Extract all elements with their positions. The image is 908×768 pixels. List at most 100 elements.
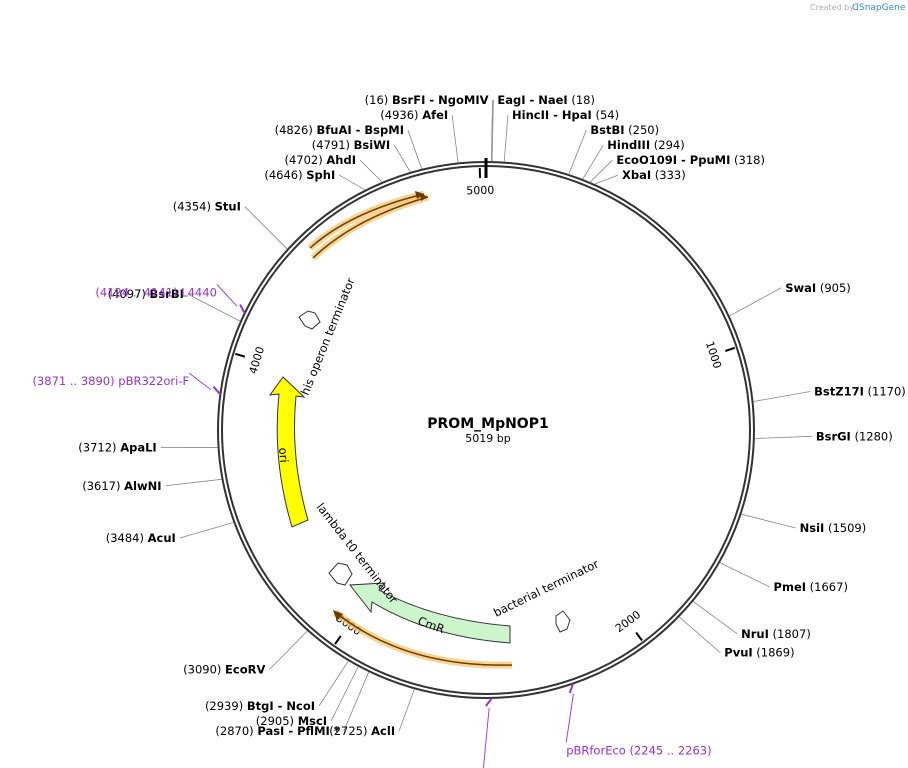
site-leader xyxy=(490,100,493,162)
restriction-site-label[interactable]: SwaI (905) xyxy=(785,281,851,295)
site-leader xyxy=(719,562,770,588)
site-name: AfeI xyxy=(422,108,448,122)
restriction-site-label[interactable]: NruI (1807) xyxy=(741,627,811,641)
orf-arc-3-head xyxy=(333,610,343,621)
ori-feature[interactable] xyxy=(268,376,309,528)
site-name: AcuI xyxy=(148,531,176,545)
site-name: BstZ17I xyxy=(814,384,864,398)
site-name: BsiWI xyxy=(354,138,391,152)
site-leader xyxy=(407,129,423,169)
restriction-site-label[interactable]: (4702) AhdI xyxy=(284,153,356,167)
site-coord: (3617) xyxy=(82,479,124,493)
site-leader xyxy=(754,435,812,439)
restriction-site-label[interactable]: (2939) BtgI - NcoI xyxy=(205,699,315,713)
site-coord: (2725) xyxy=(329,724,371,738)
tick-mark xyxy=(235,352,246,358)
restriction-site-label[interactable]: (3712) ApaLI xyxy=(78,440,156,454)
cmr-feature[interactable] xyxy=(349,582,511,644)
site-name: NruI xyxy=(741,627,769,641)
site-coord: (4646) xyxy=(264,168,306,182)
site-leader xyxy=(503,115,509,162)
restriction-site-label[interactable]: (4826) BfuAI - BspMI xyxy=(275,123,404,137)
orf-arc-3 xyxy=(334,611,513,666)
restriction-site-label[interactable]: PvuI (1869) xyxy=(724,646,794,660)
primer-mark[interactable] xyxy=(485,697,493,707)
primer-label[interactable]: pBRforEco (2245 .. 2263) xyxy=(566,743,711,757)
restriction-site-label[interactable]: NsiI (1509) xyxy=(800,521,867,535)
restriction-site-label[interactable]: BstZ17I (1170) xyxy=(814,384,906,398)
restriction-site-label[interactable]: HindIII (294) xyxy=(607,138,684,152)
restriction-site-label[interactable]: PmeI (1667) xyxy=(774,580,848,594)
site-leader xyxy=(451,115,459,163)
restriction-site-label[interactable]: BstBI (250) xyxy=(590,123,659,137)
restriction-site-label[interactable]: (2870) PasI - PflMI * xyxy=(215,724,339,738)
tick-label: 2000 xyxy=(613,608,643,635)
site-name: PmeI xyxy=(774,580,807,594)
site-coord: (1170) xyxy=(864,384,906,398)
primer-mark[interactable] xyxy=(568,683,575,694)
primer-leader xyxy=(216,284,238,307)
site-coord: (54) xyxy=(592,108,619,122)
site-leader xyxy=(692,601,738,635)
site-coord: (4936) xyxy=(380,108,422,122)
site-name: BsrFI - NgoMIV xyxy=(392,93,489,107)
site-coord: (2939) xyxy=(205,699,247,713)
his-terminator-label: his operon terminator xyxy=(298,276,358,397)
site-coord: (294) xyxy=(650,138,685,152)
restriction-site-label[interactable]: EcoO109I - PpuMI (318) xyxy=(616,153,765,167)
site-name: BsrGI xyxy=(816,429,851,443)
restriction-site-label[interactable]: (4936) AfeI xyxy=(380,108,448,122)
plasmid-name: PROM_MpNOP1 xyxy=(427,416,548,432)
site-leader xyxy=(491,100,494,162)
site-coord: (1667) xyxy=(806,580,848,594)
his-terminator-icon[interactable] xyxy=(298,310,321,330)
restriction-site-label[interactable]: (4354) StuI xyxy=(173,200,241,214)
tick-mark xyxy=(724,346,736,352)
restriction-site-label[interactable]: HincII - HpaI (54) xyxy=(512,108,619,122)
tick-mark xyxy=(334,635,342,645)
plasmid-length: 5019 bp xyxy=(465,432,510,445)
restriction-site-label[interactable]: (3484) AcuI xyxy=(106,531,176,545)
primer-leader xyxy=(188,372,212,391)
site-leader xyxy=(330,666,359,722)
site-name: ApaLI xyxy=(120,440,157,454)
primer-mark[interactable] xyxy=(212,386,222,395)
restriction-site-label[interactable]: (16) BsrFI - NgoMIV xyxy=(365,93,489,107)
restriction-site-label[interactable]: EagI - NaeI (18) xyxy=(497,93,595,107)
site-leader xyxy=(393,144,411,173)
restriction-site-label[interactable]: (4097) BsrBI xyxy=(108,287,184,301)
primer-mark[interactable] xyxy=(239,304,246,314)
restriction-site-label[interactable]: (2725) AclI xyxy=(329,724,395,738)
site-name: MscI xyxy=(298,714,327,728)
site-name: AhdI xyxy=(326,153,356,167)
site-coord: (1807) xyxy=(769,627,811,641)
restriction-site-label[interactable]: (3617) AlwNI xyxy=(82,479,161,493)
primer-label[interactable]: (3871 .. 3890) pBR322ori-F xyxy=(32,374,189,388)
site-coord: (3484) xyxy=(106,531,148,545)
bacterial-terminator-icon[interactable] xyxy=(555,610,571,633)
credit-brand: SnapGene xyxy=(859,3,906,13)
restriction-site-label[interactable]: (4646) SphI xyxy=(264,168,335,182)
restriction-site-label[interactable]: (4791) BsiWI xyxy=(312,138,390,152)
site-name: BtgI - NcoI xyxy=(247,699,315,713)
site-leader xyxy=(165,478,222,487)
restriction-site-label[interactable]: XbaI (333) xyxy=(622,168,686,182)
restriction-site-label[interactable]: (2905) MscI xyxy=(256,714,327,728)
site-name: EcoRV xyxy=(225,663,265,677)
site-coord: (1280) xyxy=(851,429,893,443)
site-leader xyxy=(187,293,241,322)
site-name: NsiI xyxy=(800,521,825,535)
site-coord: (250) xyxy=(625,123,660,137)
lambda-terminator-icon[interactable] xyxy=(328,562,353,586)
site-coord: (333) xyxy=(651,168,686,182)
primer-label[interactable]: (4124 .. 4141) L4440 xyxy=(95,285,216,299)
restriction-site-label[interactable]: (3090) EcoRV xyxy=(183,663,265,677)
site-name: AlwNI xyxy=(124,479,161,493)
site-coord: (18) xyxy=(568,93,595,107)
site-name: BstBI xyxy=(590,123,624,137)
primers: (4124 .. 4141) L4440 (3871 .. 3890) pBR32… xyxy=(32,284,712,768)
restriction-site-label[interactable]: BsrGI (1280) xyxy=(816,429,893,443)
site-coord: (3090) xyxy=(183,663,225,677)
site-name: EagI - NaeI xyxy=(497,93,567,107)
